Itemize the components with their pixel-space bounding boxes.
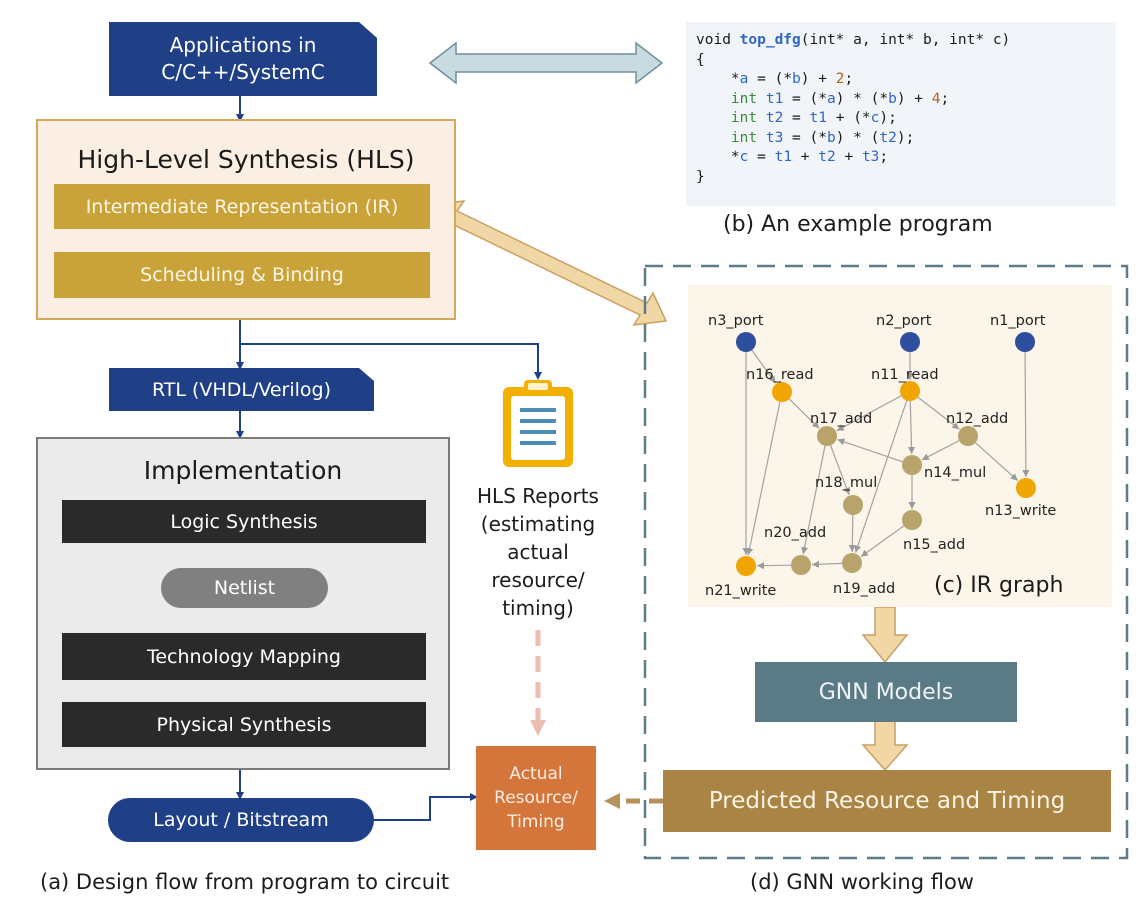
reports-line4: resource/ xyxy=(491,568,585,592)
implementation-title: Implementation xyxy=(143,455,343,485)
ir-node-n21_write xyxy=(736,556,756,576)
applications-line2: C/C++/SystemC xyxy=(161,60,325,84)
ir-label-n17_add: n17_add xyxy=(810,411,872,427)
ir-label-n11_read: n11_read xyxy=(871,367,939,383)
ir-node-n19_add xyxy=(842,553,862,573)
scheduling-binding-box: Scheduling & Binding xyxy=(54,252,430,298)
ir-node-n2_port xyxy=(900,332,920,352)
code-line-8: } xyxy=(696,168,705,185)
rtl-box-shape xyxy=(109,368,374,411)
ir-edge-n15_add-n19_add xyxy=(860,525,905,558)
ir-node-n14_mul xyxy=(902,455,922,475)
ir-node-n13_write xyxy=(1016,478,1036,498)
code-line-4: int t1 = (*a) * (*b) + 4; xyxy=(730,90,950,107)
actual-line1: Actual xyxy=(509,764,563,784)
reports-line2: (estimating xyxy=(480,512,596,536)
ir-edge-n11_read-n19_add xyxy=(854,400,908,553)
ir-node-n11_read xyxy=(900,381,920,401)
code-line-5: int t2 = t1 + (*c); xyxy=(730,110,897,126)
ir-label-n19_add: n19_add xyxy=(833,581,895,597)
gnn-flow-region xyxy=(643,264,1129,860)
ir-edge-n1_port-n13_write xyxy=(1022,351,1030,478)
ir-graph-panel xyxy=(688,285,1112,607)
ir-edge-n11_read-n14_mul xyxy=(908,400,916,455)
ir-edge-n3_port-n16_read xyxy=(751,349,777,384)
ir-node-n16_read xyxy=(772,382,792,402)
code-line-3: *a = (*b) + 2; xyxy=(696,71,854,87)
ir-box: Intermediate Representation (IR) xyxy=(54,184,430,229)
ir-node-n15_add xyxy=(902,510,922,530)
caption-b: (b) An example program xyxy=(723,212,993,237)
gnn-models-box: GNN Models xyxy=(755,662,1017,722)
layout-bitstream-pill: Layout / Bitstream xyxy=(108,798,374,842)
caption-a: (a) Design flow from program to circuit xyxy=(40,870,450,894)
clipboard-report-icon xyxy=(503,380,573,467)
applications-line1: Applications in xyxy=(169,33,317,57)
logic-synthesis-box: Logic Synthesis xyxy=(62,500,426,543)
ir-label-n14_mul: n14_mul xyxy=(924,465,986,481)
ir-edge-n16_read-n17_add xyxy=(788,398,820,429)
arrow-hls-to-reports xyxy=(240,343,542,380)
ir-node-n18_mul xyxy=(843,495,863,515)
arrow-gnn-to-predicted xyxy=(861,719,909,772)
code-line-6: int t3 = (*b) * (t2); xyxy=(730,129,915,146)
ir-edge-n17_add-n18_mul xyxy=(829,445,850,495)
ir-edge-n11_read-n17_add xyxy=(836,395,902,432)
code-line-7: *c = t1 + t2 + t3; xyxy=(696,149,889,165)
example-program-code: void top_dfg(int* a, int* b, int* c) { *a… xyxy=(696,31,1010,187)
code-line-1: void top_dfg(int* a, int* b, int* c) xyxy=(696,32,1011,48)
arrow-graph-to-gnn xyxy=(861,606,909,664)
technology-mapping-box: Technology Mapping xyxy=(62,633,426,680)
ir-graph-caption: (c) IR graph xyxy=(934,573,1064,598)
ir-node-n1_port xyxy=(1015,332,1035,352)
netlist-pill: Netlist xyxy=(161,568,328,608)
reports-line5: timing) xyxy=(502,596,574,620)
reports-line3: actual xyxy=(507,540,569,564)
ir-label-n1_port: n1_port xyxy=(990,313,1046,329)
ir-edge-n19_add-n20_add xyxy=(811,560,843,568)
ir-edge-n18_mul-n19_add xyxy=(848,514,856,553)
actual-resource-timing-box: Actual Resource/ Timing xyxy=(476,746,596,850)
ir-node-n3_port xyxy=(736,332,756,352)
reports-line1: HLS Reports xyxy=(477,484,599,508)
double-arrow-apps-code xyxy=(428,41,664,85)
ir-edge-n11_read-n12_add xyxy=(917,396,960,430)
applications-box-shape xyxy=(109,22,377,96)
ir-label-n16_read: n16_read xyxy=(746,367,814,383)
ir-edge-n12_add-n13_write xyxy=(975,442,1019,482)
ir-label-n20_add: n20_add xyxy=(764,525,826,541)
actual-line2: Resource/ xyxy=(494,788,578,808)
code-panel xyxy=(686,22,1116,206)
code-line-2: { xyxy=(696,51,705,68)
ir-label-n3_port: n3_port xyxy=(708,313,764,329)
ir-label-n12_add: n12_add xyxy=(946,411,1008,427)
rtl-box: RTL (VHDL/Verilog) xyxy=(151,378,332,401)
ir-label-n18_mul: n18_mul xyxy=(815,475,877,491)
ir-label-n2_port: n2_port xyxy=(876,313,932,329)
ir-edge-n17_add-n20_add xyxy=(801,445,826,555)
ir-label-n15_add: n15_add xyxy=(903,537,965,553)
caption-d: (d) GNN working flow xyxy=(750,870,974,894)
ir-node-n12_add xyxy=(958,426,978,446)
hls-title: High-Level Synthesis (HLS) xyxy=(77,144,415,174)
hls-reports-label: HLS Reports (estimating actual resource/… xyxy=(455,482,621,622)
actual-line3: Timing xyxy=(507,812,565,832)
physical-synthesis-box: Physical Synthesis xyxy=(62,702,426,747)
ir-node-n17_add xyxy=(817,426,837,446)
ir-label-n13_write: n13_write xyxy=(985,503,1056,519)
ir-edge-n20_add-n21_write xyxy=(756,562,792,570)
ir-label-n21_write: n21_write xyxy=(705,583,776,599)
ir-node-n20_add xyxy=(791,555,811,575)
ir-edge-n16_read-n21_write xyxy=(746,401,781,556)
ir-edge-n14_mul-n17_add xyxy=(837,438,903,463)
applications-box: Applications in C/C++/SystemC xyxy=(109,22,377,96)
predicted-resource-timing-box: Predicted Resource and Timing xyxy=(663,770,1111,832)
arrow-layout-to-actual xyxy=(374,793,478,821)
ir-edge-n12_add-n14_mul xyxy=(921,440,960,461)
